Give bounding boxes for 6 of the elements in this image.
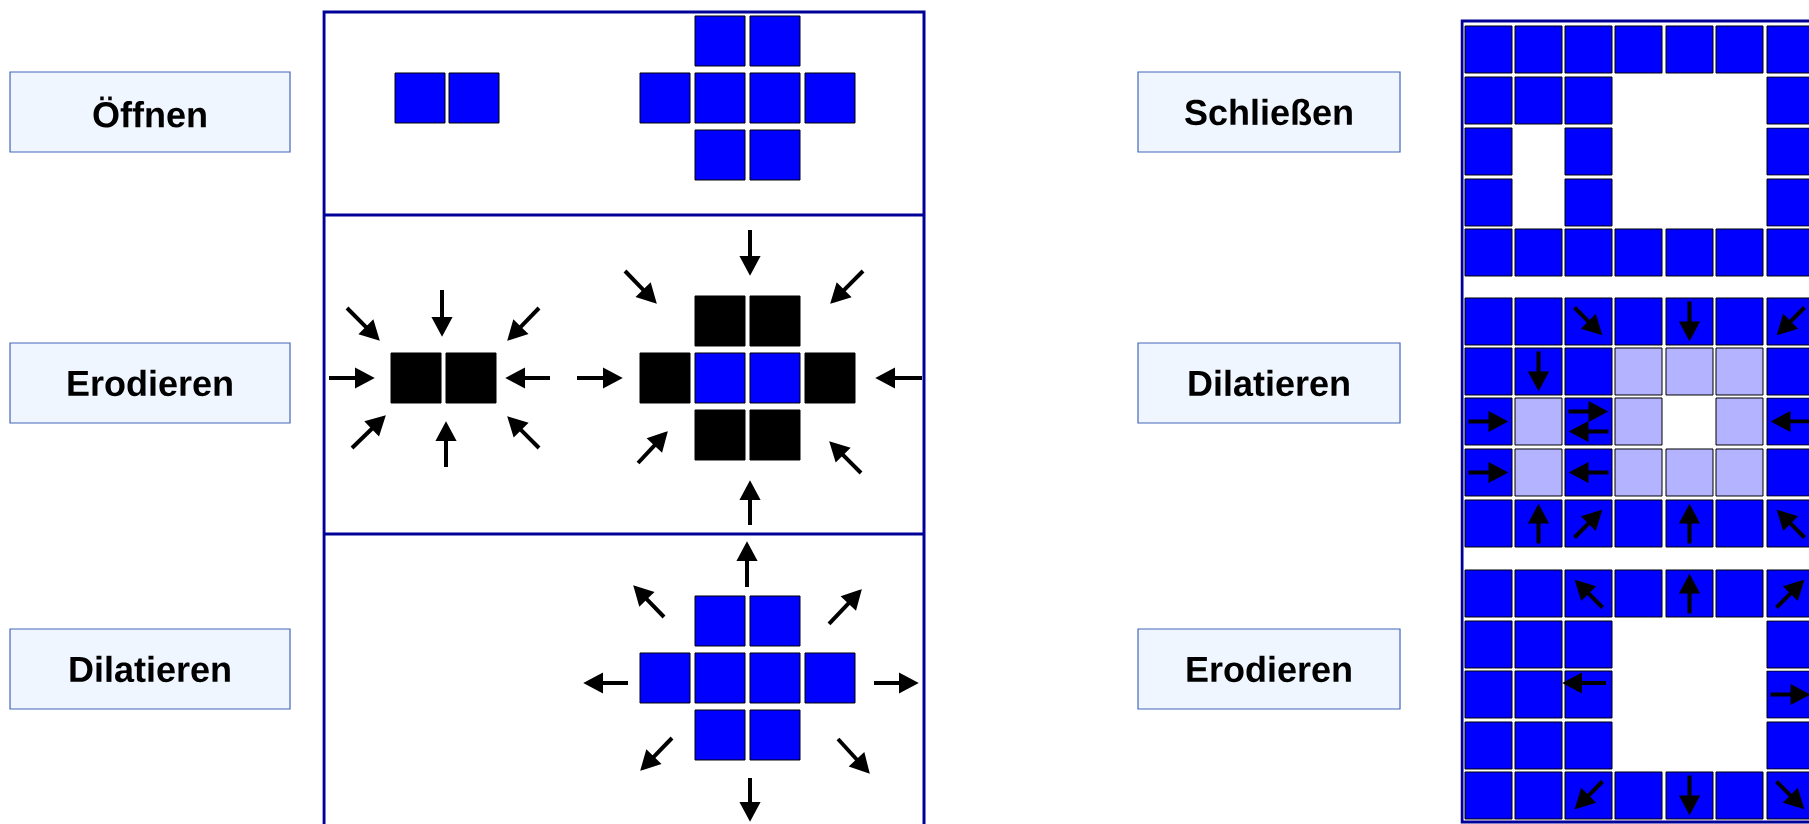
label-box: Erodieren xyxy=(1137,628,1401,710)
label-box: Dilatieren xyxy=(9,628,291,710)
label-box: Öffnen xyxy=(9,71,291,153)
label-box: Erodieren xyxy=(9,342,291,424)
label-box: Schließen xyxy=(1137,71,1401,153)
label-box: Dilatieren xyxy=(1137,342,1401,424)
